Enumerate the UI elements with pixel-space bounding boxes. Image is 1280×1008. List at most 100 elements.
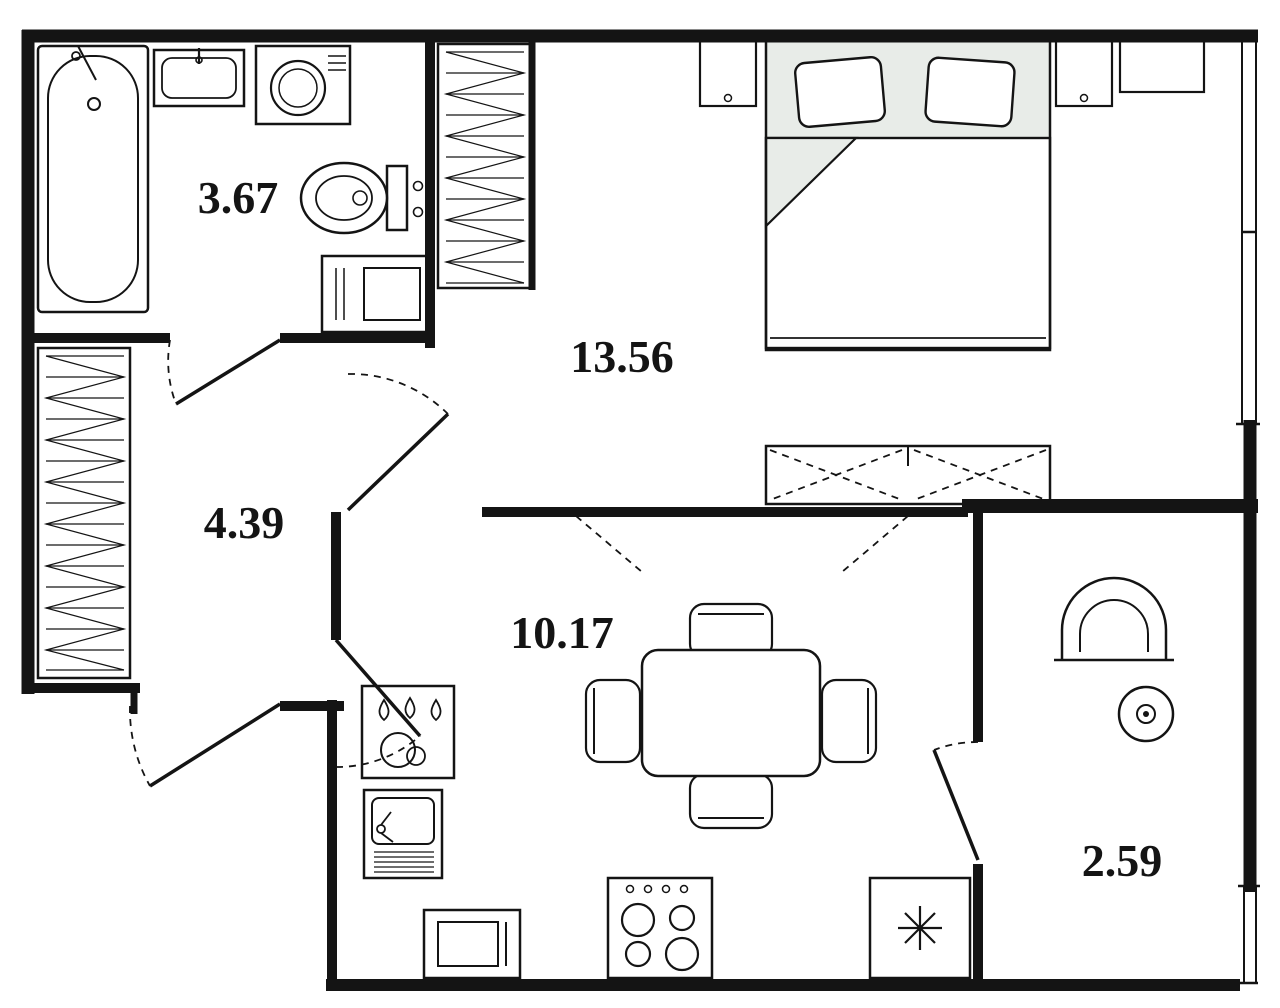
doors [129, 338, 980, 861]
balcony-window-sill [1238, 884, 1260, 985]
balcony-window [1238, 884, 1260, 985]
balcony-window-glazing [1243, 886, 1257, 984]
kitchen-cabinet-door [437, 921, 499, 967]
pillow-right-shape [924, 56, 1016, 128]
stove-knob-4 [679, 884, 689, 894]
pillow-right [924, 56, 1016, 128]
side-table [1117, 685, 1175, 743]
kitchen-sink-faucet [380, 811, 394, 843]
small-wall-stubs [130, 40, 536, 714]
nightstand-right-outline [1054, 38, 1114, 108]
toilet-flush [352, 190, 368, 206]
dresser [764, 444, 1052, 506]
corner-cabinet [1118, 38, 1206, 94]
stove-burner-2 [668, 904, 696, 932]
entrance-door-leaf [149, 702, 281, 788]
washing-machine-drum [269, 59, 327, 117]
armchair-seat [1079, 599, 1149, 652]
bedroom-window [1236, 42, 1260, 426]
bedroom-door [346, 373, 450, 512]
hob-unit [360, 684, 456, 780]
bedroom-door-leaf [346, 412, 450, 512]
living-opening-marks [575, 515, 909, 573]
toilet-detail-top [412, 180, 424, 192]
pillow-left [794, 56, 886, 128]
kitchen-cabinet [422, 908, 522, 980]
bathtub-outline [36, 44, 150, 314]
dining-set [584, 602, 878, 830]
balcony-door-leaf [932, 749, 980, 861]
kitchen-door [334, 638, 422, 768]
bathroom-door-swing [167, 339, 177, 405]
hob-circle-small [406, 746, 426, 766]
room-label-bathroom: 3.67 [198, 172, 279, 223]
chair-right [820, 678, 878, 764]
washing-machine-drum-inner [278, 68, 318, 108]
balcony-door [932, 741, 980, 861]
washing-machine [254, 44, 352, 126]
bathroom-door-leaf [175, 338, 281, 406]
toilet-tank [385, 164, 409, 232]
entrance-door-swing [129, 705, 151, 787]
chair-left-shape [584, 678, 642, 764]
water-heater [320, 254, 432, 334]
hall-closet-zigzag [43, 355, 127, 671]
water-heater-inner [363, 267, 421, 321]
bedroom-furniture [698, 36, 1206, 506]
bathtub-faucet [77, 45, 97, 81]
nightstand-right [1054, 38, 1114, 108]
bedroom-door-swing [347, 373, 449, 415]
hall-closet-shelves [46, 355, 124, 671]
bathtub-faucet-knob [71, 51, 81, 61]
interior-walls [22, 36, 983, 985]
outer-walls [21, 29, 1258, 892]
nightstand-right-handle [1079, 93, 1089, 103]
balcony-furniture [1054, 576, 1175, 743]
kitchen-sink-bowl [371, 797, 435, 845]
chair-bottom-shape [688, 772, 774, 830]
bathroom-door [167, 338, 281, 406]
hob-circle-large [380, 732, 416, 768]
entrance-door [129, 702, 281, 788]
room-label-bedroom: 13.56 [570, 331, 674, 382]
dining-table [640, 648, 822, 778]
armchair-back [1060, 576, 1168, 660]
kitchen-fixtures [360, 602, 972, 980]
hall-closet [36, 346, 132, 680]
stove-burner-1 [620, 902, 656, 938]
bedroom-window-sill [1236, 230, 1260, 426]
kitchen-sink-drainboard [374, 851, 434, 873]
stove-burner-4 [664, 936, 700, 972]
nightstand-left [698, 38, 758, 108]
stove-knob-3 [661, 884, 671, 894]
bathroom-fixtures [36, 44, 432, 334]
stove [606, 876, 714, 980]
kitchen-door-swing [335, 735, 421, 768]
windows [1236, 42, 1260, 985]
water-heater-grill [335, 268, 345, 320]
wardrobe-top-shelves [446, 51, 524, 284]
room-label-kitchen-living: 10.17 [510, 607, 614, 658]
bathtub-drain [87, 97, 101, 111]
hall-closet-outline [36, 346, 132, 680]
washbasin [152, 48, 246, 108]
toilet-bowl [299, 161, 389, 235]
kitchen-sink-outline [362, 788, 444, 880]
dresser-cross-marks [769, 449, 1047, 501]
kitchen-door-leaf [334, 638, 422, 738]
toilet-bowl-inner [315, 175, 373, 221]
bathtub [36, 44, 150, 314]
ac-asterisk-icon [898, 906, 942, 950]
room-label-hallway: 4.39 [204, 497, 285, 548]
stove-knob-1 [625, 884, 635, 894]
toilet-detail-bottom [412, 206, 424, 218]
wardrobe-top-zigzag [443, 51, 527, 284]
side-table-inner [1136, 704, 1156, 724]
side-table-center [1143, 711, 1149, 717]
air-conditioner [868, 876, 972, 980]
room-label-balcony: 2.59 [1082, 835, 1163, 886]
washbasin-drain [195, 56, 203, 64]
chair-left [584, 678, 642, 764]
